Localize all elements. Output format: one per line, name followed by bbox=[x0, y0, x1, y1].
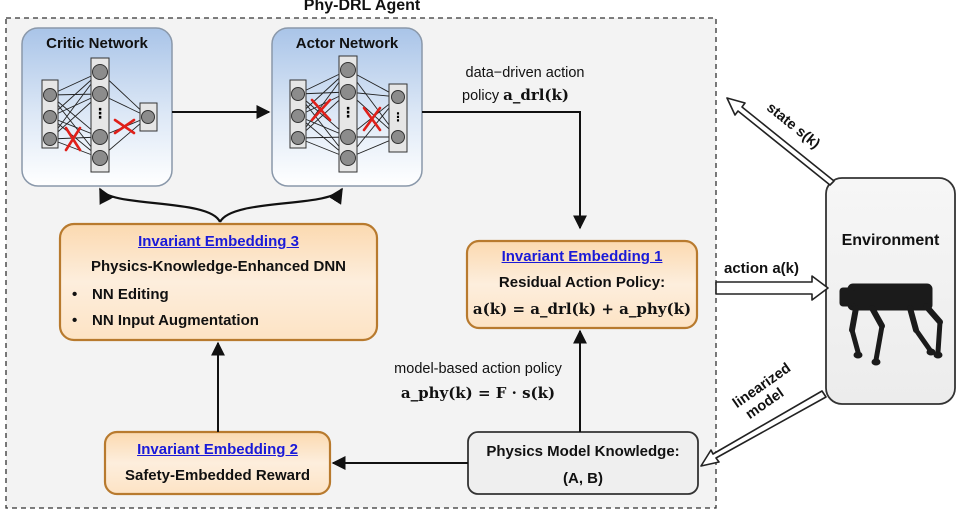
environment-title: Environment bbox=[841, 232, 940, 249]
ie3-bullet-1: • NN Editing bbox=[72, 286, 169, 303]
svg-text:⋮: ⋮ bbox=[392, 110, 404, 124]
ie3-title-link[interactable]: Invariant Embedding 3 bbox=[138, 233, 299, 250]
actor-cut-icon-2 bbox=[362, 106, 382, 132]
ie3-bullet-2-text: NN Input Augmentation bbox=[92, 312, 259, 329]
critic-cut-icon-2 bbox=[113, 118, 136, 135]
ie2-title-link[interactable]: Invariant Embedding 2 bbox=[137, 441, 298, 458]
action-arrow bbox=[715, 275, 829, 301]
ie1-box bbox=[465, 239, 699, 330]
ie3-bullet-2: • NN Input Augmentation bbox=[72, 312, 259, 329]
ie2-subtitle: Safety-Embedded Reward bbox=[124, 467, 311, 484]
quadruped-robot-icon bbox=[839, 283, 943, 366]
bullet-icon: • bbox=[72, 286, 78, 303]
ie3-subtitle: Physics-Knowledge-Enhanced DNN bbox=[90, 258, 347, 275]
critic-network-box: ⋮ bbox=[21, 27, 173, 187]
ie3-bullet-1-text: NN Editing bbox=[92, 286, 169, 303]
ie2-header: Invariant Embedding 2 bbox=[105, 441, 330, 459]
action-label: action a(k) bbox=[724, 260, 800, 277]
bullet-icon: • bbox=[72, 312, 78, 329]
critic-cut-icon-1 bbox=[64, 126, 82, 152]
ie1-title-link[interactable]: Invariant Embedding 1 bbox=[501, 248, 663, 265]
state-arrow bbox=[726, 97, 835, 186]
model-policy-equation: a_phy(k) = F · s(k) bbox=[400, 384, 556, 402]
actor-network-box: ⋮ ⋮ bbox=[271, 27, 423, 187]
model-policy-label-line1: model-based action policy bbox=[394, 361, 562, 377]
svg-text:⋮: ⋮ bbox=[93, 106, 107, 122]
agent-title: Phy-DRL Agent bbox=[303, 0, 421, 14]
actor-network-title: Actor Network bbox=[295, 35, 399, 52]
actor-cut-icon-1 bbox=[310, 98, 332, 122]
ie1-subtitle: Residual Action Policy: bbox=[498, 274, 666, 291]
actor-to-ie1-arrow bbox=[422, 111, 587, 230]
ie3-header: Invariant Embedding 3 bbox=[60, 233, 377, 251]
physics-title: Physics Model Knowledge: bbox=[486, 443, 680, 460]
drl-policy-word: policy bbox=[462, 88, 500, 104]
drl-policy-label-line1: data−driven action bbox=[465, 65, 585, 81]
drl-policy-label-line2: policy a_drl(k) bbox=[462, 86, 569, 104]
svg-text:⋮: ⋮ bbox=[341, 105, 355, 121]
ie3-to-critic-arrow bbox=[99, 187, 222, 223]
ie1-header: Invariant Embedding 1 bbox=[467, 248, 697, 266]
critic-network-title: Critic Network bbox=[46, 35, 148, 52]
ie1-equation: a(k) = a_drl(k) + a_phy(k) bbox=[472, 300, 692, 318]
ie3-to-actor-arrow bbox=[219, 187, 343, 223]
linearized-model-arrow bbox=[700, 390, 827, 467]
ie3-box bbox=[58, 222, 379, 342]
physics-matrices: (A, B) bbox=[563, 470, 603, 487]
drl-policy-symbol: a_drl(k) bbox=[503, 86, 570, 104]
